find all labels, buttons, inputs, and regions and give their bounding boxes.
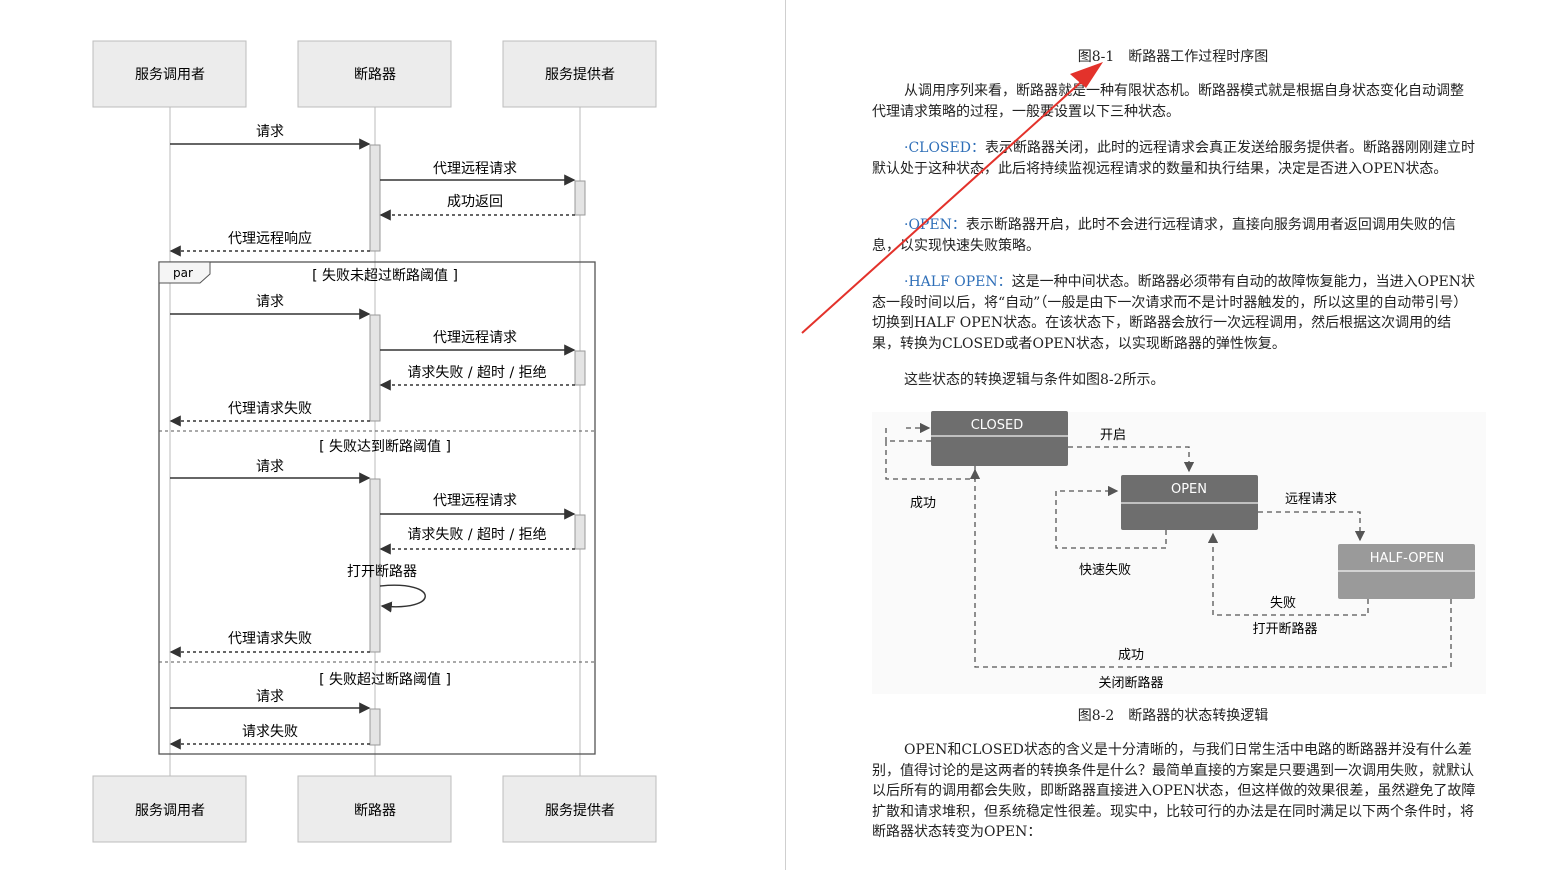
msg-request-3: 请求 <box>256 459 284 475</box>
msg-proxy-request-1: 代理远程请求 <box>433 161 517 177</box>
msg-request-4: 请求 <box>256 689 284 705</box>
msg-proxy-fail-2: 代理请求失败 <box>228 631 312 647</box>
msg-proxy-request-3: 代理远程请求 <box>433 493 517 509</box>
activation-breaker-3 <box>369 478 381 653</box>
half-open-term: ·HALF OPEN： <box>904 274 1012 290</box>
edge-closed-to-open <box>1068 446 1195 473</box>
paragraph-intro: 从调用序列来看，断路器就是一种有限状态机。断路器模式就是根据自身状态变化自动调整… <box>872 83 1464 120</box>
participant-caller-top <box>92 40 247 108</box>
msg-open-breaker: 打开断路器 <box>347 563 417 580</box>
participant-provider-bottom-label: 服务提供者 <box>545 803 615 819</box>
state-closed <box>931 411 1068 466</box>
edge-open-self <box>1055 485 1167 549</box>
activation-provider-3 <box>574 514 586 550</box>
label-open: 开启 <box>1100 428 1126 443</box>
msg-request-1: 请求 <box>256 124 284 140</box>
edge-half-to-closed <box>969 468 1452 668</box>
guard-3: [ 失败超过断路阈值 ] <box>319 672 451 688</box>
activation-breaker-1 <box>369 144 381 252</box>
msg-fail-timeout-reject-2: 请求失败 / 超时 / 拒绝 <box>407 527 546 543</box>
label-fail: 失败 <box>1270 596 1296 611</box>
activation-provider-2 <box>574 350 586 386</box>
half-open-text: 这是一种中间状态。断路器必须带有自动的故障恢复能力，当进入OPEN状态一段时间以… <box>872 274 1475 352</box>
label-close-breaker: 关闭断路器 <box>1098 675 1163 691</box>
figure-8-2-caption: 图8-2 断路器的状态转换逻辑 <box>1077 708 1269 724</box>
edge-closed-self <box>885 440 976 480</box>
guard-2: [ 失败达到断路阈值 ] <box>319 439 451 455</box>
edge-half-to-open <box>1207 532 1369 616</box>
participant-breaker-top-label: 断路器 <box>354 67 396 83</box>
participant-caller-top-label: 服务调用者 <box>135 67 205 83</box>
annotation-arrow-shaft <box>801 73 1091 334</box>
participant-provider-bottom <box>502 775 657 843</box>
edge-open-to-half <box>1258 511 1366 542</box>
participant-breaker-top <box>297 40 452 108</box>
msg-proxy-response: 代理远程响应 <box>228 230 312 247</box>
msg-proxy-request-2: 代理远程请求 <box>433 330 517 346</box>
msg-success-return: 成功返回 <box>447 194 503 210</box>
label-success-2: 成功 <box>1118 648 1144 663</box>
participant-provider-top <box>502 40 657 108</box>
label-fast-fail: 快速失败 <box>1079 563 1131 578</box>
participant-breaker-bottom <box>297 775 452 843</box>
activation-breaker-4 <box>369 708 381 746</box>
state-closed-label: CLOSED <box>971 418 1024 433</box>
participant-caller-bottom-label: 服务调用者 <box>135 803 205 819</box>
annotation-arrow-head <box>1070 62 1103 88</box>
open-text: 表示断路器开启，此时不会进行远程请求，直接向服务调用者返回调用失败的信息，以实现… <box>872 217 1456 254</box>
state-diagram: CLOSED OPEN HALF-OPEN 成功 开启 快速失败 远程请求 失败… <box>872 411 1486 694</box>
msg-fail-timeout-reject-1: 请求失败 / 超时 / 拒绝 <box>407 365 546 381</box>
paragraph-transition: 这些状态的转换逻辑与条件如图8-2所示。 <box>904 372 1165 388</box>
open-term: ·OPEN： <box>904 217 966 233</box>
par-tag-label: par <box>173 266 193 280</box>
label-remote-request: 远程请求 <box>1285 492 1337 507</box>
msg-proxy-fail-1: 代理请求失败 <box>228 401 312 417</box>
activation-breaker-2 <box>369 314 381 422</box>
activation-provider-1 <box>574 180 586 216</box>
closed-term: ·CLOSED： <box>904 140 985 156</box>
figure-8-1-caption: 图8-1 断路器工作过程时序图 <box>1077 49 1269 65</box>
label-open-breaker: 打开断路器 <box>1252 621 1317 637</box>
participant-caller-bottom <box>92 775 247 843</box>
paragraph-half-open: ·HALF OPEN：这是一种中间状态。断路器必须带有自动的故障恢复能力，当进入… <box>872 272 1476 354</box>
sequence-diagram: 服务调用者 断路器 服务提供者 服务调用者 断路器 服务提供者 请求 代理远程请… <box>92 40 657 843</box>
paragraph-open: ·OPEN：表示断路器开启，此时不会进行远程请求，直接向服务调用者返回调用失败的… <box>872 215 1476 256</box>
participant-provider-top-label: 服务提供者 <box>545 67 615 83</box>
self-loop-open-breaker <box>379 584 426 613</box>
guard-1: [ 失败未超过断路阈值 ] <box>312 268 458 284</box>
msg-request-2: 请求 <box>256 294 284 310</box>
par-fragment <box>158 261 596 755</box>
right-page: 图8-1 断路器工作过程时序图 从调用序列来看，断路器就是一种有限状态机。断路器… <box>786 0 1560 870</box>
closed-text: 表示断路器关闭，此时的远程请求会真正发送给服务提供者。断路器刚刚建立时默认处于这… <box>872 140 1475 177</box>
page-divider <box>785 0 786 870</box>
msg-request-fail: 请求失败 <box>242 724 298 740</box>
paragraph-closed: ·CLOSED：表示断路器关闭，此时的远程请求会真正发送给服务提供者。断路器刚刚… <box>872 138 1476 179</box>
participant-breaker-bottom-label: 断路器 <box>354 803 396 819</box>
par-tag <box>158 261 211 284</box>
state-open-label: OPEN <box>1171 482 1207 497</box>
state-half-open-label: HALF-OPEN <box>1370 551 1444 566</box>
label-success-1: 成功 <box>910 496 936 511</box>
paragraph-final: OPEN和CLOSED状态的含义是十分清晰的，与我们日常生活中电路的断路器并没有… <box>872 742 1476 840</box>
